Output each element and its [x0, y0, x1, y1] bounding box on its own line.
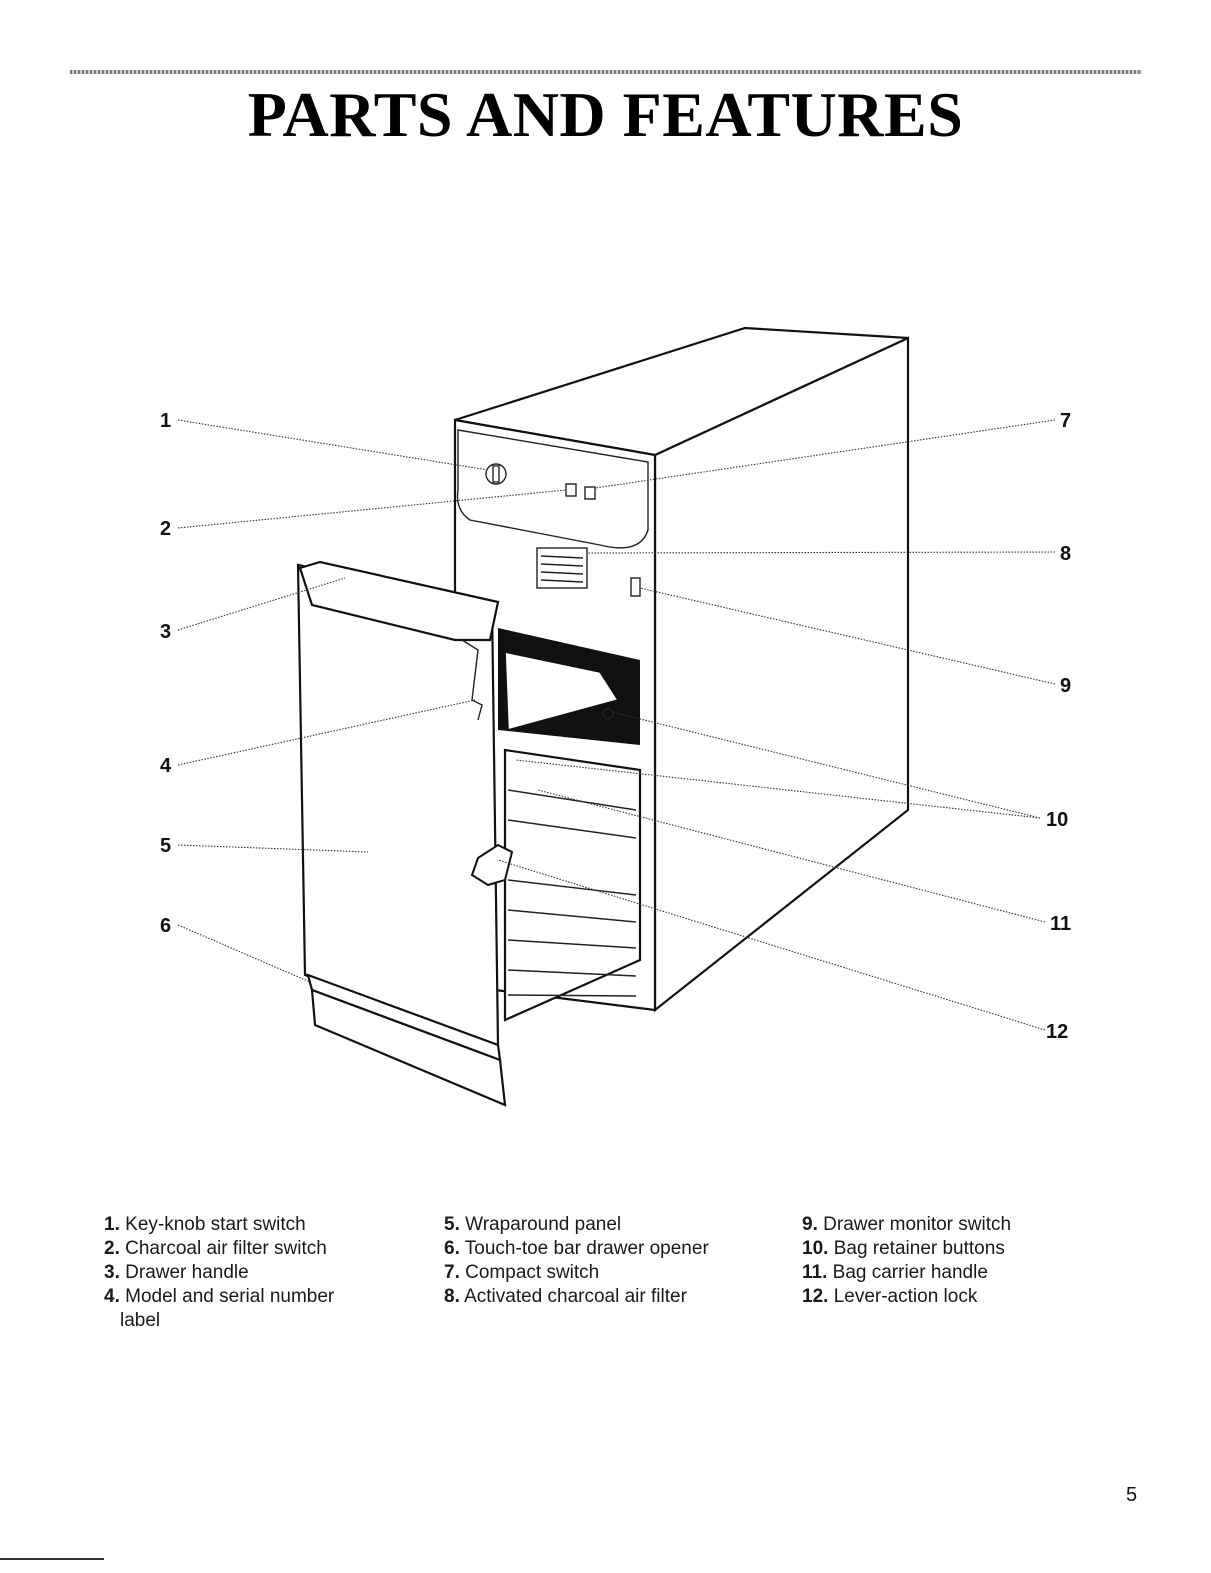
legend-item: 11. Bag carrier handle: [802, 1261, 1011, 1285]
callout-4: 4: [160, 755, 172, 777]
callout-1: 1: [160, 410, 171, 432]
legend-number: 8.: [444, 1286, 460, 1307]
callout-6: 6: [160, 915, 171, 937]
legend-number: 11.: [802, 1262, 828, 1283]
control-panel: [456, 429, 649, 549]
callout-9: 9: [1060, 675, 1071, 697]
legend-number: 2.: [104, 1238, 120, 1259]
legend-number: 4.: [104, 1286, 120, 1307]
legend-column-3: 9. Drawer monitor switch 10. Bag retaine…: [802, 1213, 1011, 1309]
drawer-base: [310, 988, 507, 1107]
callout-3: 3: [160, 621, 171, 643]
trash-bag: [504, 651, 620, 732]
callout-8: 8: [1060, 543, 1071, 565]
legend-text: Charcoal air filter switch: [125, 1238, 327, 1259]
legend-text: Model and serial number: [125, 1286, 335, 1307]
legend-number: 10.: [802, 1238, 829, 1259]
legend-number: 12.: [802, 1286, 829, 1307]
top-dotted-rule: [70, 70, 1142, 74]
cabinet-side: [653, 336, 910, 1013]
legend-text: Activated charcoal air filter: [464, 1286, 687, 1307]
bag-carrier: [503, 748, 642, 1022]
legend-item: 9. Drawer monitor switch: [802, 1213, 1011, 1237]
callout-7: 7: [1060, 410, 1071, 432]
legend-number: 5.: [444, 1214, 460, 1235]
bag-retainer-button: [602, 708, 614, 720]
legend-item: 5. Wraparound panel: [444, 1213, 709, 1237]
page-title: PARTS AND FEATURES: [247, 79, 964, 150]
legend-text: Bag retainer buttons: [833, 1238, 1005, 1259]
charcoal-air-filter-vent: [536, 547, 588, 589]
legend-number: 6.: [444, 1238, 460, 1259]
legend-number: 1.: [104, 1214, 120, 1235]
model-serial-label: [461, 639, 483, 721]
legend-column-2: 5. Wraparound panel 6. Touch-toe bar dra…: [444, 1213, 709, 1309]
key-knob-slot: [492, 465, 500, 483]
lever-action-lock: [470, 843, 514, 887]
legend-column-1: 1. Key-knob start switch 2. Charcoal air…: [104, 1213, 334, 1333]
callout-10: 10: [1046, 809, 1068, 831]
legend-text: Bag carrier handle: [832, 1262, 988, 1283]
legend-item: 2. Charcoal air filter switch: [104, 1237, 334, 1261]
legend-number: 9.: [802, 1214, 818, 1235]
legend-text: Key-knob start switch: [125, 1214, 306, 1235]
legend-text: Touch-toe bar drawer opener: [464, 1238, 709, 1259]
callout-5: 5: [160, 835, 171, 857]
drawer-monitor-switch: [630, 577, 641, 597]
legend-number: 7.: [444, 1262, 460, 1283]
legend-text: Drawer handle: [125, 1262, 249, 1283]
legend-item: 12. Lever-action lock: [802, 1285, 1011, 1309]
legend-text: Wraparound panel: [465, 1214, 622, 1235]
legend-text: Drawer monitor switch: [823, 1214, 1012, 1235]
legend-item: 4. Model and serial number: [104, 1285, 334, 1309]
page-number: 5: [1126, 1484, 1138, 1506]
legend-item: 8. Activated charcoal air filter: [444, 1285, 709, 1309]
footer-rule: [0, 1558, 104, 1560]
key-knob-start-switch: [485, 463, 507, 485]
legend-item: 3. Drawer handle: [104, 1261, 334, 1285]
legend-item: 1. Key-knob start switch: [104, 1213, 334, 1237]
drawer-handle: [298, 560, 500, 642]
charcoal-filter-switch: [565, 483, 577, 497]
legend-item: 7. Compact switch: [444, 1261, 709, 1285]
legend-item: 6. Touch-toe bar drawer opener: [444, 1237, 709, 1261]
legend-text: Compact switch: [465, 1262, 600, 1283]
callout-11: 11: [1050, 913, 1071, 935]
legend-item: 10. Bag retainer buttons: [802, 1237, 1011, 1261]
legend-text: Lever-action lock: [833, 1286, 978, 1307]
compact-switch: [584, 486, 596, 500]
leader-lines: [177, 419, 1056, 1031]
legend-number: 3.: [104, 1262, 120, 1283]
callout-2: 2: [160, 518, 171, 540]
legend-item-continuation: label: [120, 1310, 161, 1331]
callout-12: 12: [1046, 1021, 1068, 1043]
